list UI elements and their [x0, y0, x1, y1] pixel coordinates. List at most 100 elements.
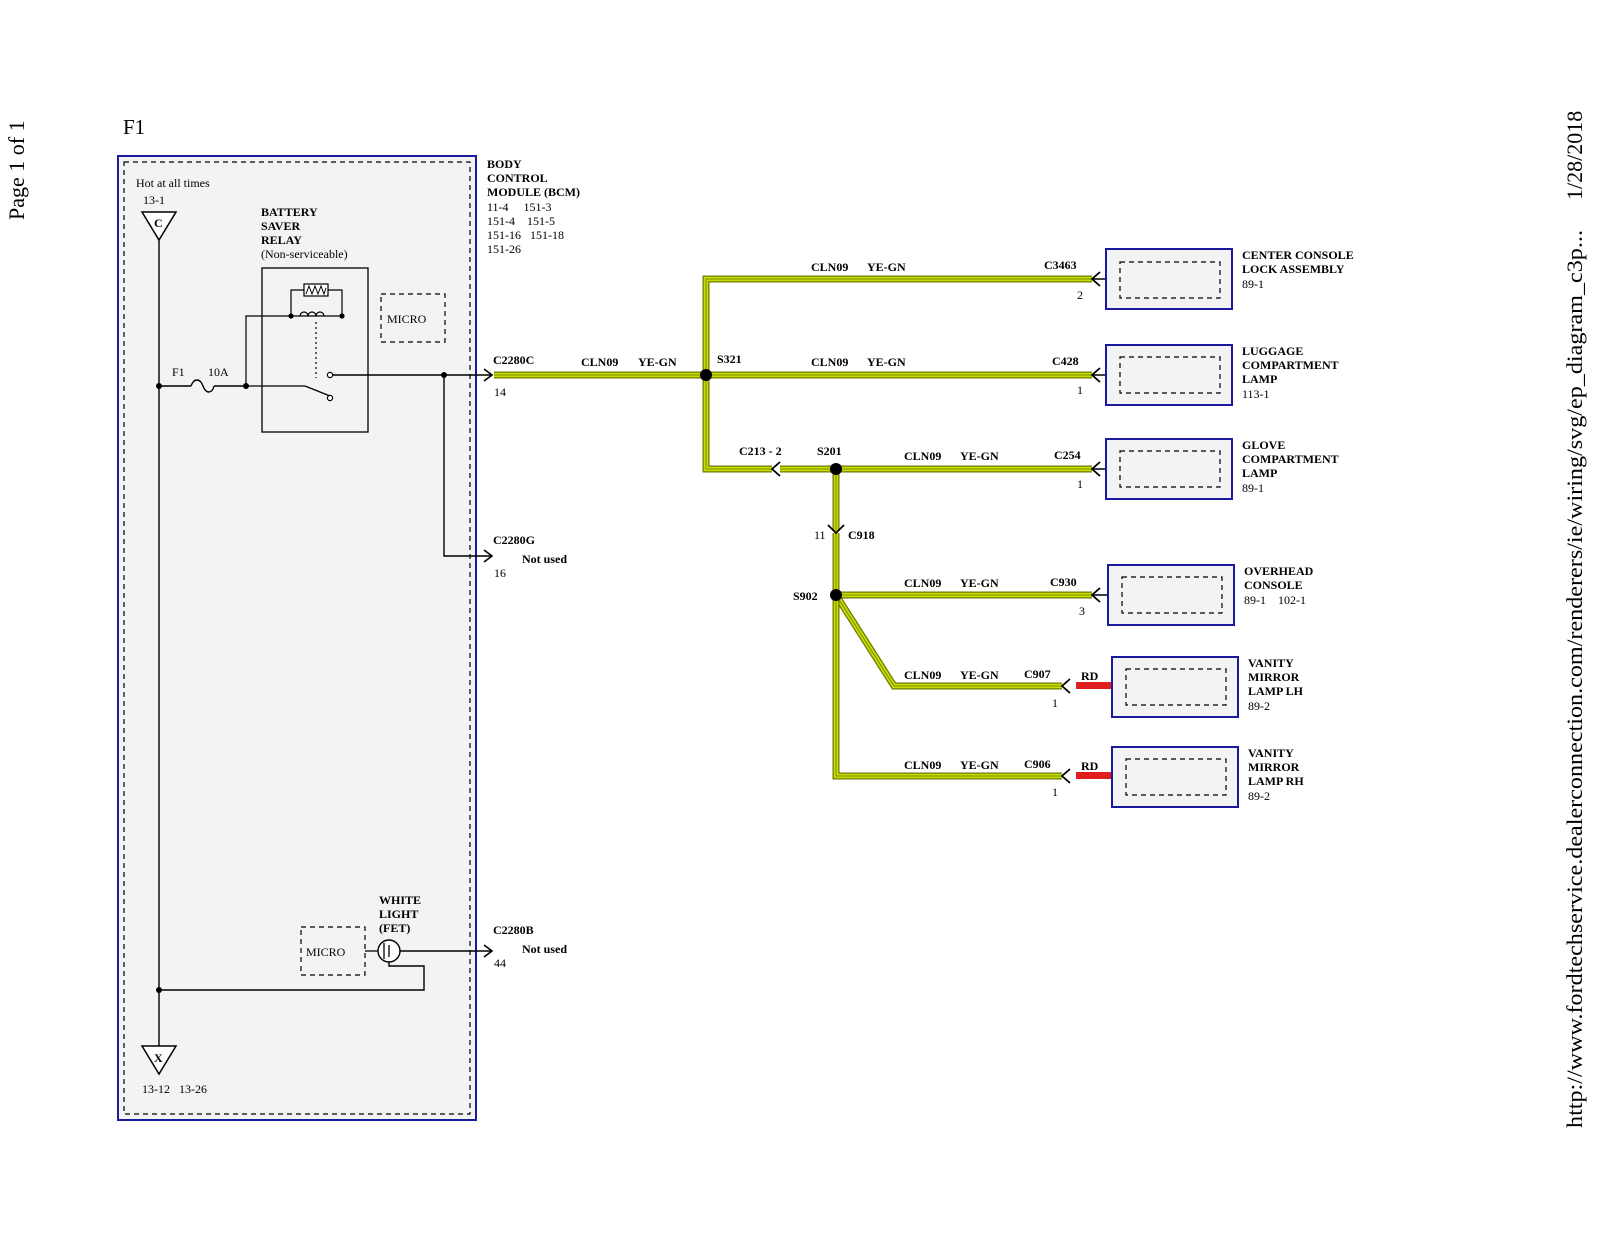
svg-text:1: 1 — [1052, 785, 1058, 799]
svg-text:(FET): (FET) — [379, 921, 410, 935]
svg-text:CONSOLE: CONSOLE — [1244, 578, 1303, 592]
load-luggage-compartment-lamp: C428 1 LUGGAGE COMPARTMENT LAMP 113-1 — [1052, 344, 1339, 406]
wire-label-c930: CLN09 YE-GN — [904, 576, 999, 590]
hot-terminal-icon: C — [140, 211, 178, 242]
svg-text:2: 2 — [1077, 288, 1083, 302]
bcm-module — [117, 155, 477, 1121]
hot-label: Hot at all times — [136, 176, 210, 190]
relay-icon — [245, 267, 369, 433]
svg-text:MICRO: MICRO — [306, 945, 346, 959]
fet-icon — [159, 939, 492, 991]
splice-s201-label: S201 — [817, 444, 842, 458]
svg-text:GLOVE: GLOVE — [1242, 438, 1285, 452]
svg-text:C3463: C3463 — [1044, 258, 1077, 272]
splice-s321-label: S321 — [717, 352, 742, 366]
svg-text:OVERHEAD: OVERHEAD — [1244, 564, 1314, 578]
svg-text:MICRO: MICRO — [387, 312, 427, 326]
fuse-rating: 10A — [208, 365, 229, 379]
svg-text:YE-GN: YE-GN — [867, 355, 906, 369]
svg-text:LIGHT: LIGHT — [379, 907, 418, 921]
svg-text:151-26: 151-26 — [487, 242, 521, 256]
connector-c213-2: C213 - 2 — [739, 444, 782, 477]
splice-s902 — [830, 589, 842, 601]
svg-text:MODULE (BCM): MODULE (BCM) — [487, 185, 580, 199]
svg-text:C918: C918 — [848, 528, 875, 542]
svg-text:C213 - 2: C213 - 2 — [739, 444, 782, 458]
fuse-icon — [159, 379, 246, 393]
svg-text:RD: RD — [1081, 669, 1099, 683]
splice-s902-label: S902 — [793, 589, 818, 603]
fuse-title: F1 — [123, 115, 145, 139]
svg-text:MIRROR: MIRROR — [1248, 670, 1300, 684]
svg-text:YE-GN: YE-GN — [960, 576, 999, 590]
svg-text:VANITY: VANITY — [1248, 656, 1294, 670]
ground-refs: 13-12 13-26 — [142, 1082, 207, 1096]
svg-text:VANITY: VANITY — [1248, 746, 1294, 760]
url-label: http://www.fordtechservice.dealerconnect… — [1562, 230, 1587, 1128]
relay-label: BATTERY SAVER RELAY (Non-serviceable) — [261, 205, 348, 261]
load-overhead-console: C930 3 OVERHEAD CONSOLE 89-1 102-1 — [1050, 564, 1314, 626]
load-vanity-mirror-lamp-lh: C907 1 RD VANITY MIRROR LAMP LH 89-2 — [1024, 656, 1304, 718]
svg-text:89-2: 89-2 — [1248, 699, 1270, 713]
svg-text:CLN09: CLN09 — [904, 758, 941, 772]
fet-label: WHITE LIGHT (FET) — [379, 893, 421, 935]
wire-s902-to-c906-stripe — [835, 595, 1062, 777]
svg-text:C2280B: C2280B — [493, 923, 534, 937]
svg-text:X: X — [154, 1051, 163, 1065]
svg-text:89-1 102-1: 89-1 102-1 — [1244, 593, 1306, 607]
wire-s321-to-c3463-stripe — [705, 278, 1092, 375]
svg-text:44: 44 — [494, 956, 506, 970]
svg-text:14: 14 — [494, 385, 506, 399]
wire-harness — [494, 275, 1092, 780]
svg-text:LAMP: LAMP — [1242, 372, 1277, 386]
svg-text:LAMP LH: LAMP LH — [1248, 684, 1304, 698]
svg-text:1: 1 — [1077, 383, 1083, 397]
svg-text:C254: C254 — [1054, 448, 1081, 462]
svg-text:YE-GN: YE-GN — [960, 758, 999, 772]
svg-text:CLN09: CLN09 — [811, 260, 848, 274]
svg-text:COMPARTMENT: COMPARTMENT — [1242, 358, 1339, 372]
fuse-name: F1 — [172, 365, 185, 379]
svg-text:YE-GN: YE-GN — [960, 668, 999, 682]
svg-text:C2280G: C2280G — [493, 533, 535, 547]
load-center-console-lock: C3463 2 CENTER CONSOLE LOCK ASSEMBLY 89-… — [1044, 248, 1354, 310]
svg-text:YE-GN: YE-GN — [960, 449, 999, 463]
svg-text:Not used: Not used — [522, 552, 567, 566]
connector-c2280c: C2280C 14 — [493, 353, 534, 399]
svg-text:LAMP RH: LAMP RH — [1248, 774, 1304, 788]
svg-text:CONTROL: CONTROL — [487, 171, 548, 185]
svg-text:Not used: Not used — [522, 942, 567, 956]
load-vanity-mirror-lamp-rh: C906 1 RD VANITY MIRROR LAMP RH 89-2 — [1024, 746, 1304, 808]
svg-text:YE-GN: YE-GN — [638, 355, 677, 369]
svg-text:SAVER: SAVER — [261, 219, 300, 233]
wire-label-c428: CLN09 YE-GN — [811, 355, 906, 369]
svg-text:16: 16 — [494, 566, 506, 580]
svg-text:LUGGAGE: LUGGAGE — [1242, 344, 1303, 358]
page-of-label: Page 1 of 1 — [4, 120, 29, 220]
svg-text:WHITE: WHITE — [379, 893, 421, 907]
svg-text:LAMP: LAMP — [1242, 466, 1277, 480]
svg-text:C907: C907 — [1024, 667, 1051, 681]
svg-text:11-4 151-3: 11-4 151-3 — [487, 200, 552, 214]
bcm-title: BODY CONTROL MODULE (BCM) 11-4 151-3 151… — [487, 157, 580, 256]
svg-text:RD: RD — [1081, 759, 1099, 773]
wire-label-c3463: CLN09 YE-GN — [811, 260, 906, 274]
wire-label-c254: CLN09 YE-GN — [904, 449, 999, 463]
svg-text:YE-GN: YE-GN — [867, 260, 906, 274]
svg-text:89-1: 89-1 — [1242, 481, 1264, 495]
svg-text:MIRROR: MIRROR — [1248, 760, 1300, 774]
svg-text:C2280C: C2280C — [493, 353, 534, 367]
svg-text:CLN09: CLN09 — [904, 668, 941, 682]
wire-label-c907: CLN09 YE-GN — [904, 668, 999, 682]
wire-label-bcm-s321: CLN09 YE-GN — [581, 355, 677, 369]
svg-text:113-1: 113-1 — [1242, 387, 1270, 401]
svg-text:1: 1 — [1052, 696, 1058, 710]
svg-text:89-1: 89-1 — [1242, 277, 1264, 291]
splice-s321 — [700, 369, 712, 381]
micro-top: MICRO — [380, 293, 446, 343]
svg-text:11: 11 — [814, 528, 826, 542]
svg-text:89-2: 89-2 — [1248, 789, 1270, 803]
svg-text:C930: C930 — [1050, 575, 1077, 589]
svg-text:RELAY: RELAY — [261, 233, 302, 247]
